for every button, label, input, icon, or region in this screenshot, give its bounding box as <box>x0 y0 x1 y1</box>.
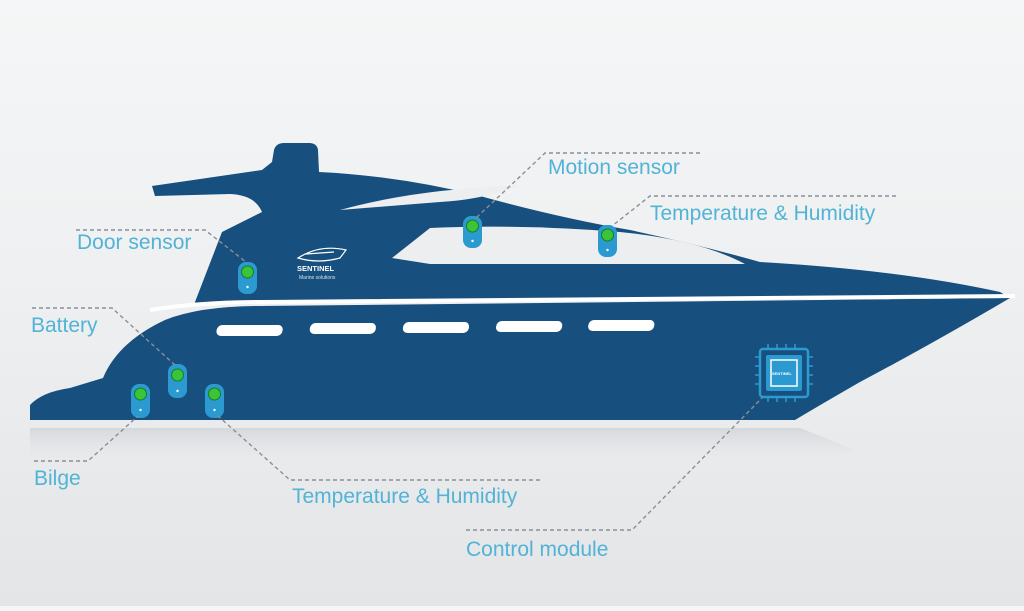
label-battery: Battery <box>31 314 98 337</box>
chip-icon <box>758 347 810 399</box>
label-motion-sensor: Motion sensor <box>548 156 680 179</box>
deck-stripe <box>149 294 1016 312</box>
window-3 <box>402 322 470 333</box>
leader-battery <box>32 307 177 367</box>
sensor-battery <box>168 364 187 398</box>
label-control-module: Control module <box>466 538 609 561</box>
sensor-door <box>238 262 257 294</box>
label-temp-humidity-lower: Temperature & Humidity <box>292 485 518 508</box>
label-temp-humidity-upper: Temperature & Humidity <box>650 202 876 225</box>
leader-door-sensor <box>76 229 247 263</box>
hull-reflection <box>30 428 860 470</box>
upper-deck <box>152 143 1010 304</box>
window-1 <box>216 325 283 336</box>
leader-motion-sensor <box>475 152 700 219</box>
lower-hull <box>30 298 1010 420</box>
sensor-motion <box>463 216 482 248</box>
hull-windows <box>216 320 655 336</box>
windshield <box>392 226 745 264</box>
logo-name: SENTINEL <box>297 264 335 273</box>
leader-control-module <box>466 397 763 531</box>
sensor-temp-humidity-upper <box>598 225 617 257</box>
control-module: SENTINEL <box>755 344 813 402</box>
logo-subtitle: Marine solutions <box>299 275 336 281</box>
sensor-temp-humidity-lower <box>205 384 224 418</box>
sentinel-logo: SENTINEL Marine solutions <box>296 247 348 281</box>
window-4 <box>495 321 563 332</box>
label-door-sensor: Door sensor <box>77 231 192 254</box>
flybridge-cut <box>340 186 520 210</box>
sensor-bilge <box>131 384 150 418</box>
leader-bilge <box>34 415 139 462</box>
label-bilge: Bilge <box>34 467 81 490</box>
window-5 <box>588 320 655 331</box>
window-2 <box>309 323 376 334</box>
boat-logo-icon <box>296 247 348 262</box>
leader-temp-humidity-upper <box>611 195 896 227</box>
chip-label: SENTINEL <box>772 371 792 376</box>
